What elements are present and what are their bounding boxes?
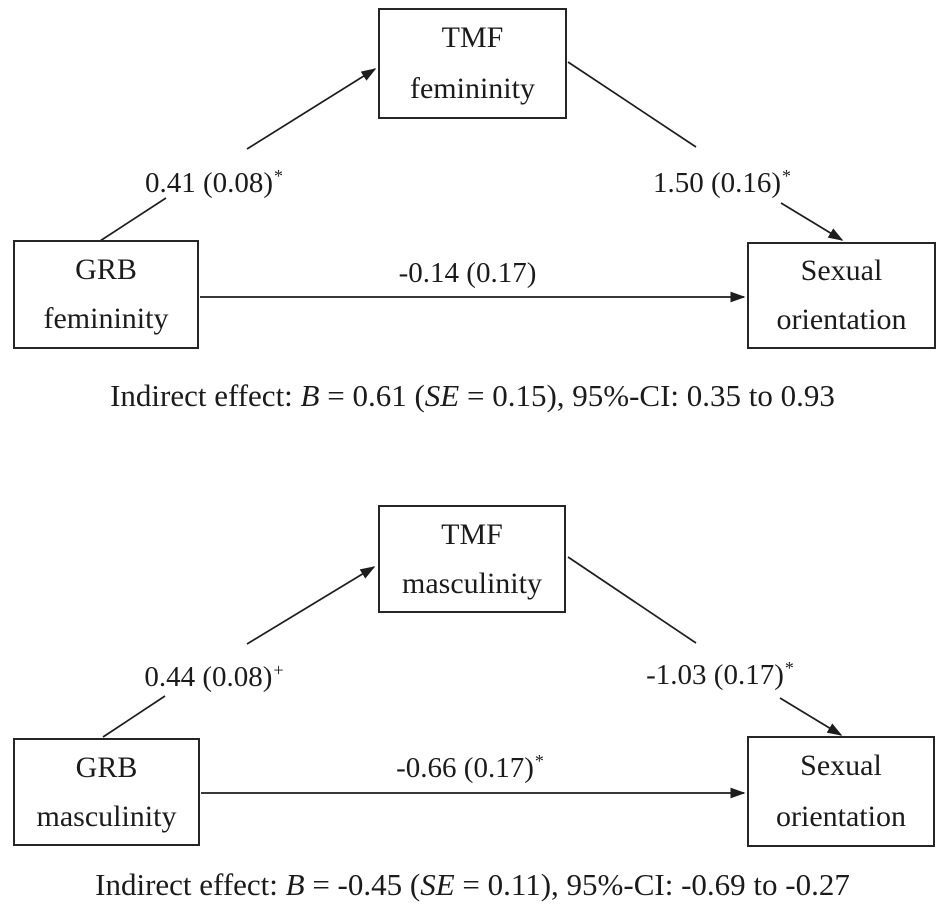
- fem-path-b-line-upper: [567, 61, 697, 148]
- significance-marker: *: [782, 166, 792, 186]
- predictor-label-line1: GRB: [75, 252, 137, 286]
- mediator-label-line1: TMF: [441, 21, 504, 55]
- significance-marker: *: [784, 658, 794, 678]
- fem-indirect-effect-text: Indirect effect: B = 0.61 (SE = 0.15), 9…: [110, 378, 835, 413]
- predictor-label-line2: masculinity: [36, 799, 177, 833]
- mediator-box-tmf-masculinity: TMF masculinity: [378, 505, 566, 613]
- outcome-label-line2: orientation: [776, 799, 906, 833]
- outcome-box-sexual-orientation-bottom: Sexual orientation: [747, 736, 935, 847]
- significance-marker: *: [274, 166, 284, 186]
- outcome-label-line1: Sexual: [800, 749, 882, 783]
- outcome-label-line1: Sexual: [800, 254, 883, 288]
- mediator-label-line1: TMF: [441, 517, 503, 551]
- predictor-box-grb-femininity: GRB femininity: [13, 240, 199, 349]
- masc-path-a-line-lower: [102, 695, 166, 738]
- masc-path-a-line-upper: [246, 566, 376, 645]
- mediator-label-line2: masculinity: [402, 566, 542, 600]
- predictor-label-line2: femininity: [43, 302, 169, 336]
- outcome-label-line2: orientation: [776, 302, 907, 336]
- masc-path-c-coefficient: -0.66 (0.17)*: [396, 751, 544, 784]
- masc-path-b-line-lower: [779, 697, 843, 736]
- masc-path-b-coefficient: -1.03 (0.17)*: [646, 658, 794, 691]
- fem-path-b-line-lower: [780, 202, 844, 241]
- fem-path-a-line-upper: [246, 68, 377, 150]
- significance-marker: *: [534, 751, 544, 771]
- significance-marker: +: [273, 660, 284, 680]
- masc-path-b-line-upper: [567, 556, 697, 644]
- mediator-label-line2: femininity: [410, 71, 535, 105]
- outcome-box-sexual-orientation-top: Sexual orientation: [747, 242, 936, 349]
- predictor-box-grb-masculinity: GRB masculinity: [13, 738, 200, 846]
- fem-path-a-line-lower: [99, 197, 167, 242]
- masc-indirect-effect-text: Indirect effect: B = -0.45 (SE = 0.11), …: [95, 867, 850, 902]
- fem-path-c-coefficient: -0.14 (0.17): [398, 256, 537, 289]
- mediator-box-tmf-femininity: TMF femininity: [378, 8, 567, 119]
- fem-path-a-coefficient: 0.41 (0.08)*: [144, 166, 284, 199]
- fem-path-b-coefficient: 1.50 (0.16)*: [652, 166, 792, 199]
- predictor-label-line1: GRB: [75, 750, 138, 784]
- masc-path-a-coefficient: 0.44 (0.08)+: [144, 660, 284, 693]
